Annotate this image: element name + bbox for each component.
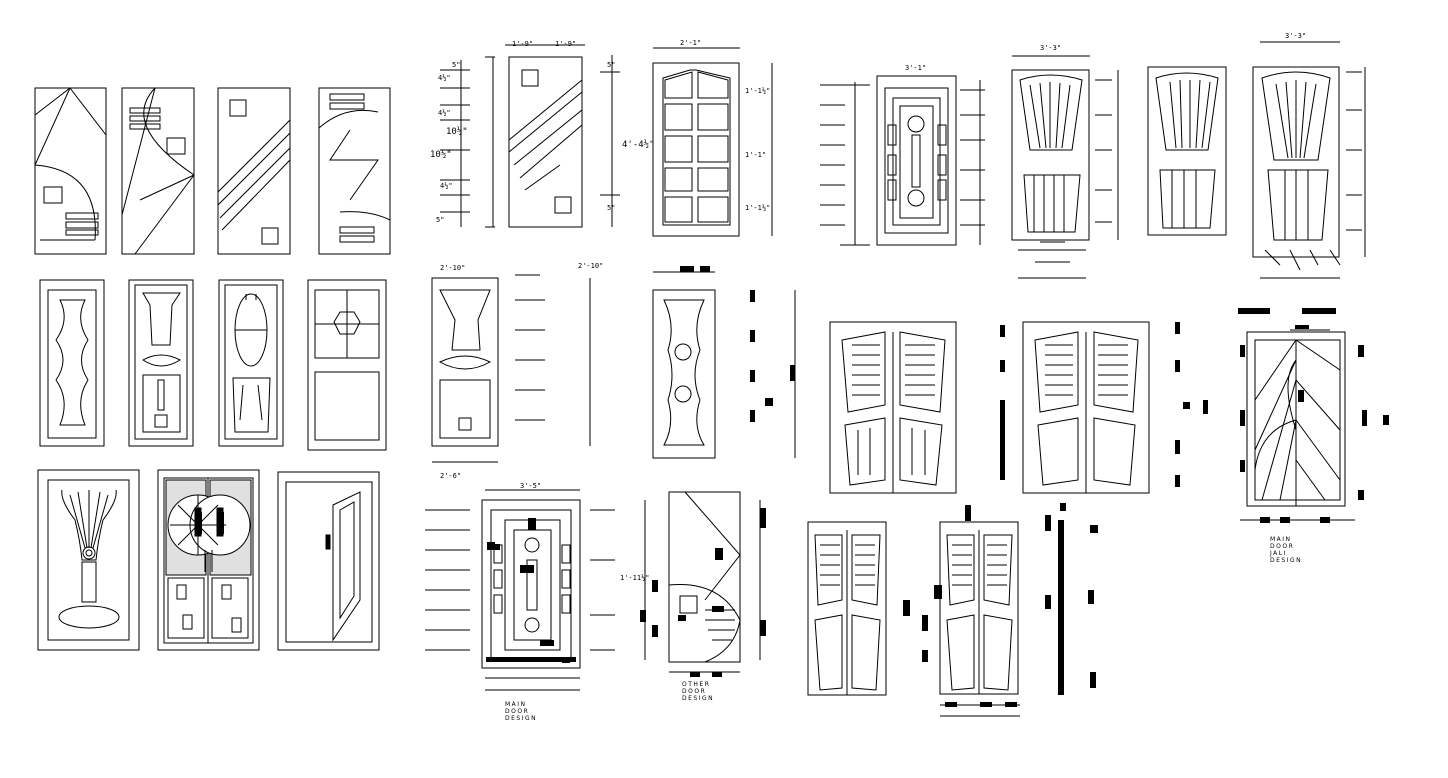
door-elevation-fan-plain bbox=[1147, 66, 1227, 236]
svg-text:2'-6": 2'-6" bbox=[440, 472, 461, 480]
door-elevation-glass-diagonal bbox=[440, 44, 620, 228]
svg-text:5": 5" bbox=[607, 61, 615, 69]
caption-other-door-line-3: DESIGN bbox=[682, 695, 714, 702]
door-elevation-oval-panel bbox=[218, 279, 284, 447]
caption-jali-line-4: DESIGN bbox=[1270, 557, 1302, 564]
caption-jali-line-3: JALI bbox=[1269, 550, 1287, 557]
svg-text:4½": 4½" bbox=[440, 182, 453, 190]
caption-other-door-line-2: DOOR bbox=[682, 688, 706, 695]
door-elevation-main-door bbox=[481, 489, 581, 691]
svg-text:2'-10": 2'-10" bbox=[440, 264, 465, 272]
svg-text:10½": 10½" bbox=[446, 126, 468, 137]
door-elevation-fan-carving bbox=[37, 469, 140, 651]
door-elevation-open-door bbox=[277, 471, 380, 651]
door-elevation-cross-panel bbox=[307, 279, 387, 451]
svg-text:3'-3": 3'-3" bbox=[1285, 32, 1306, 40]
svg-text:1'-11½": 1'-11½" bbox=[620, 574, 650, 582]
svg-text:4½": 4½" bbox=[438, 74, 451, 82]
caption-main-door-line-2: DOOR bbox=[505, 708, 529, 715]
door-elevation-double-carved-4 bbox=[939, 521, 1020, 717]
caption-jali-line-2: DOOR bbox=[1270, 543, 1294, 550]
door-elevation-wavy-panel bbox=[39, 279, 105, 447]
dimension-markers bbox=[196, 266, 1389, 707]
svg-text:3'-5": 3'-5" bbox=[520, 482, 541, 490]
svg-text:1'-1½": 1'-1½" bbox=[745, 204, 770, 212]
caption-other-door-line-1: OTHER bbox=[682, 681, 710, 688]
door-elevation-jali-double bbox=[1240, 329, 1355, 521]
door-elevation-double-carved-2 bbox=[1022, 321, 1150, 494]
door-elevation-glass-panel bbox=[128, 279, 194, 447]
door-elevation-double-carved-1 bbox=[829, 321, 957, 494]
door-elevation-double-carved-3 bbox=[807, 521, 887, 696]
svg-text:10½": 10½" bbox=[430, 149, 452, 160]
door-elevation-shaped-circle bbox=[652, 271, 796, 459]
door-elevation-abstract-3 bbox=[217, 87, 291, 255]
svg-text:5": 5" bbox=[607, 204, 615, 212]
door-elevation-abstract-4 bbox=[318, 87, 391, 255]
caption-main-door-line-1: MAIN bbox=[505, 701, 527, 708]
door-elevation-shaped-glass bbox=[431, 277, 591, 463]
door-elevation-other-door bbox=[644, 491, 761, 673]
door-elevation-fan-top bbox=[1011, 55, 1119, 279]
svg-text:2'-1": 2'-1" bbox=[680, 39, 701, 47]
svg-text:5": 5" bbox=[452, 61, 460, 69]
door-elevation-abstract-2 bbox=[121, 87, 195, 255]
svg-text:1'-9": 1'-9" bbox=[512, 40, 533, 48]
dimension-lines bbox=[425, 71, 1362, 651]
svg-text:4'-4½": 4'-4½" bbox=[622, 139, 655, 150]
svg-text:3'-3": 3'-3" bbox=[1040, 44, 1061, 52]
caption-jali-line-1: MAIN bbox=[1270, 536, 1292, 543]
svg-text:5": 5" bbox=[436, 216, 444, 224]
door-elevation-carved-center bbox=[840, 75, 981, 246]
svg-text:1'-1½": 1'-1½" bbox=[745, 87, 770, 95]
svg-text:3'-1": 3'-1" bbox=[905, 64, 926, 72]
door-elevation-fan-dimensioned bbox=[1252, 41, 1366, 279]
svg-text:2'-10": 2'-10" bbox=[578, 262, 603, 270]
door-elevation-abstract-1 bbox=[34, 87, 107, 255]
svg-text:1'-9": 1'-9" bbox=[555, 40, 576, 48]
caption-main-door-line-3: DESIGN bbox=[505, 715, 537, 722]
svg-text:1'-1": 1'-1" bbox=[745, 151, 766, 159]
svg-text:4½": 4½" bbox=[438, 109, 451, 117]
door-elevation-ten-panel bbox=[652, 47, 773, 237]
door-elevation-double-jali-door bbox=[157, 469, 260, 651]
